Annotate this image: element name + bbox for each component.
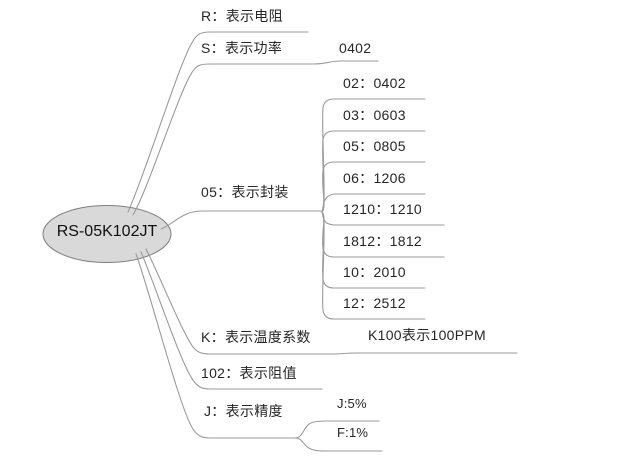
branch-package-label[interactable]: 05：表示封装 — [201, 184, 289, 200]
connector-branch-package — [160, 210, 323, 230]
connector-branch-r — [127, 31, 309, 213]
package-child-label-1812[interactable]: 1812：1812 — [343, 233, 422, 249]
child-k100-label[interactable]: K100表示100PPM — [368, 327, 486, 343]
package-child-label-02[interactable]: 02：0402 — [343, 75, 406, 91]
connector-branch-j — [135, 253, 296, 439]
central-topic-ellipse[interactable] — [42, 205, 172, 263]
connector-child-j5 — [294, 420, 380, 439]
connector-group — [127, 31, 518, 452]
package-child-label-1210[interactable]: 1210：1210 — [343, 201, 422, 217]
child-0402-label[interactable]: 0402 — [339, 40, 372, 56]
connector-branch-k — [145, 248, 518, 355]
central-topic-label[interactable]: RS-05K102JT — [56, 223, 158, 240]
package-child-label-03[interactable]: 03：0603 — [343, 107, 406, 123]
branch-j-label[interactable]: J：表示精度 — [204, 403, 283, 419]
connector-child-1206 — [321, 193, 426, 213]
branch-102-label[interactable]: 102：表示阻值 — [201, 365, 297, 381]
connector-child-f1 — [294, 437, 383, 452]
package-child-label-06[interactable]: 06：1206 — [343, 170, 406, 186]
connector-child-2512 — [321, 211, 426, 320]
child-j5-label[interactable]: J:5% — [337, 396, 367, 411]
package-child-label-12[interactable]: 12：2512 — [343, 295, 406, 311]
branch-k-label[interactable]: K：表示温度系数 — [201, 329, 311, 345]
connector-branch-s — [132, 60, 379, 216]
branch-s-label[interactable]: S：表示功率 — [201, 40, 283, 56]
package-child-label-10[interactable]: 10：2010 — [343, 264, 406, 280]
package-child-label-05[interactable]: 05：0805 — [343, 138, 406, 154]
child-f1-label[interactable]: F:1% — [337, 425, 369, 440]
branch-r-label[interactable]: R：表示电阻 — [201, 8, 283, 24]
connector-branch-102 — [140, 251, 323, 390]
